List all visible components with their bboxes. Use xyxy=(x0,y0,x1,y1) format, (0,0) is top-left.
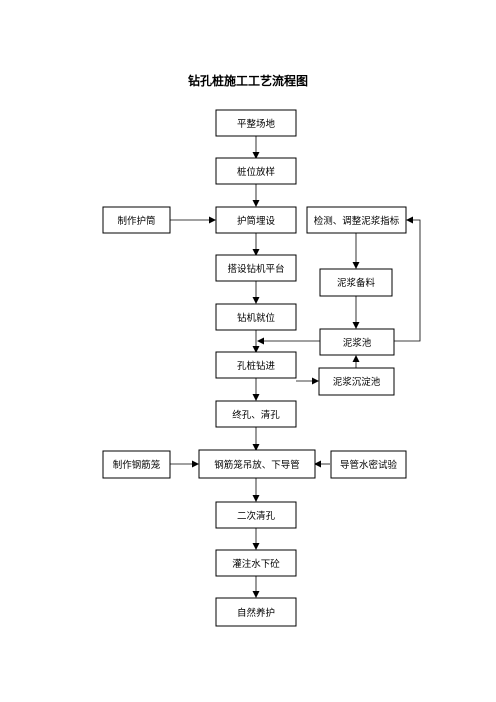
node-s1: 制作护筒 xyxy=(102,206,171,234)
node-s4: 泥浆池 xyxy=(319,328,395,356)
node-label: 泥浆池 xyxy=(343,337,372,349)
diagram-title: 钻孔桩施工工艺流程图 xyxy=(187,74,308,88)
node-n3: 护筒埋设 xyxy=(215,206,297,234)
node-label: 搭设钻机平台 xyxy=(227,263,284,275)
node-n8: 钢筋笼吊放、下导管 xyxy=(198,449,316,479)
node-n4: 搭设钻机平台 xyxy=(215,254,297,282)
node-label: 桩位放样 xyxy=(237,166,275,178)
connectors xyxy=(170,136,421,598)
node-n5: 钻机就位 xyxy=(215,303,297,331)
node-s3: 泥浆备料 xyxy=(319,268,393,297)
node-label: 孔桩钻进 xyxy=(237,360,276,372)
node-label: 制作护筒 xyxy=(117,215,155,227)
node-s6: 制作钢筋笼 xyxy=(102,450,171,479)
node-label: 泥浆沉淀池 xyxy=(333,376,381,388)
node-n6: 孔桩钻进 xyxy=(215,351,297,379)
node-label: 钻机就位 xyxy=(237,312,276,324)
node-label: 检测、调整泥浆指标 xyxy=(314,215,400,227)
node-label: 导管水密试验 xyxy=(340,459,398,471)
node-n2: 桩位放样 xyxy=(215,157,297,185)
node-label: 制作钢筋笼 xyxy=(113,459,161,471)
node-n7: 终孔、清孔 xyxy=(215,400,297,428)
node-label: 泥浆备料 xyxy=(337,277,376,289)
node-label: 终孔、清孔 xyxy=(232,409,280,421)
arrow-s4-s2-loop xyxy=(394,216,421,342)
node-n10: 灌注水下砼 xyxy=(215,549,297,577)
node-n9: 二次清孔 xyxy=(215,501,297,529)
node-s2: 检测、调整泥浆指标 xyxy=(306,206,407,234)
node-label: 护筒埋设 xyxy=(237,215,276,227)
node-label: 二次清孔 xyxy=(237,510,276,522)
node-s7: 导管水密试验 xyxy=(330,450,407,479)
node-n11: 自然养护 xyxy=(215,597,297,627)
node-n1: 平整场地 xyxy=(215,109,297,137)
node-label: 自然养护 xyxy=(237,607,275,619)
node-label: 钢筋笼吊放、下导管 xyxy=(214,459,300,471)
node-s5: 泥浆沉淀池 xyxy=(318,367,395,396)
node-label: 平整场地 xyxy=(237,118,276,130)
node-label: 灌注水下砼 xyxy=(232,558,280,570)
